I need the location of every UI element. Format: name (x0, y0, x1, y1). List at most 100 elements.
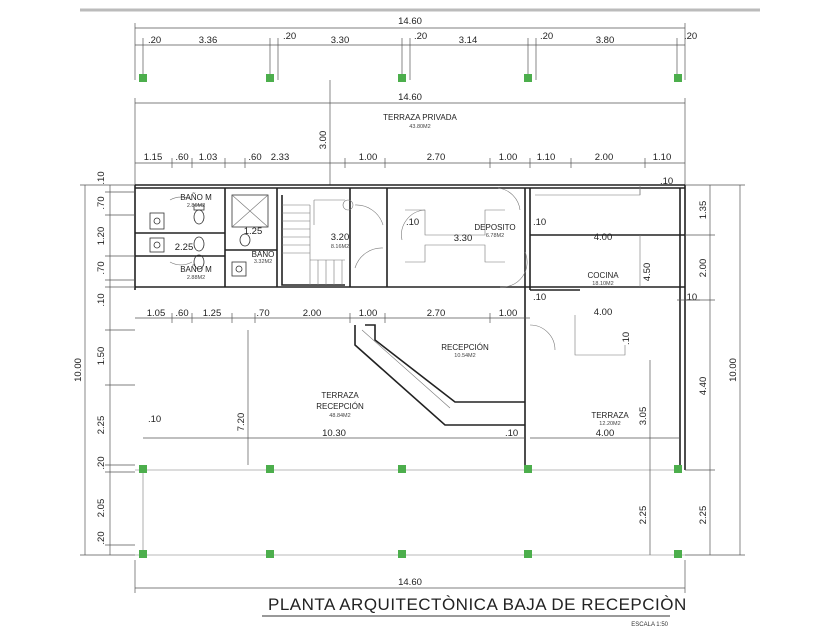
top-dimension-chain: 14.60 .20 3.36 .20 3.30 .20 3.14 .20 3.8… (134, 16, 697, 80)
terraza-recepcion-label1: TERRAZA (321, 391, 359, 400)
recepcion: RECEPCIÓN 10.54M2 (354, 324, 525, 426)
plan-title: PLANTA ARQUITECTÒNICA BAJA DE RECEPCIÒN (268, 595, 687, 614)
dim-ten-a: .10 (406, 217, 419, 228)
column (139, 465, 147, 473)
column (398, 74, 406, 82)
dim-recep-w: 10.30 (322, 428, 346, 439)
column (524, 465, 532, 473)
dim-ban-125: 1.25 (244, 226, 263, 237)
sink-icon (231, 261, 247, 277)
dim-ten-c: .10 (533, 292, 546, 303)
column (139, 550, 147, 558)
recepcion-label: RECEPCIÓN (441, 343, 489, 352)
column (139, 74, 147, 82)
dim-l10: .10 (96, 171, 107, 184)
dim-r6: 1.00 (359, 152, 378, 163)
dim-r2: .60 (175, 152, 188, 163)
dim-m1: 1.05 (147, 308, 166, 319)
building-walls (134, 184, 686, 470)
deposito-area: 6.78M2 (486, 233, 504, 239)
dim-stair: 3.20 (331, 232, 350, 243)
dim-ten-g: .10 (505, 428, 518, 439)
dim-m3: 1.25 (203, 308, 222, 319)
dim-ten-e: .10 (621, 332, 632, 345)
dim-l70b: .70 (96, 261, 107, 274)
dim-l150: 1.50 (96, 347, 107, 366)
deposito-label: DEPOSITO (474, 223, 515, 232)
dim-bottom-total: 14.60 (398, 577, 422, 588)
column (674, 550, 682, 558)
bano-area: 3.32M2 (254, 259, 272, 265)
sink-icon (149, 212, 165, 230)
toilet-icon (193, 254, 205, 270)
column (398, 550, 406, 558)
dim-l70: .70 (96, 196, 107, 209)
terraza-privada-label: TERRAZA PRIVADA (383, 113, 457, 122)
dim-terr-h: 3.00 (318, 131, 329, 150)
dim-r3: 1.03 (199, 152, 218, 163)
column-grid-lower (135, 465, 685, 558)
dim-terr-w: 4.00 (596, 428, 615, 439)
toilet-tank (193, 204, 205, 211)
dim-t9: .20 (684, 31, 697, 42)
column (674, 74, 682, 82)
terraza-label: TERRAZA (591, 411, 629, 420)
dim-dep-w: 3.30 (454, 233, 473, 244)
bottom-dimension: 14.60 (134, 560, 686, 593)
bano-m1-area: 2.86M2 (187, 203, 205, 209)
column-row-top (139, 74, 682, 82)
dim-t2: 3.36 (199, 35, 218, 46)
column (524, 550, 532, 558)
dim-rt1000: 10.00 (728, 358, 739, 382)
dim-t6: 3.14 (459, 35, 478, 46)
dim-t5: .20 (414, 31, 427, 42)
cocina-area: 18.10M2 (592, 281, 613, 287)
recepcion-area: 10.54M2 (454, 353, 475, 359)
column (266, 465, 274, 473)
terraza-privada-area: 43.80M2 (409, 124, 430, 130)
left-dimension-chain: .10 .70 1.20 .70 .10 1.50 2.25 .20 2.05 … (73, 171, 135, 556)
deposito: .10 .10 DEPOSITO 6.78M2 3.30 (401, 187, 546, 288)
dim-m7: 2.70 (427, 308, 446, 319)
dim-t1: .20 (148, 35, 161, 46)
dim-r4: .60 (248, 152, 261, 163)
bano-m2-label: BAÑO M (180, 265, 212, 274)
dim-t7: .20 (540, 31, 553, 42)
stair: 3.20 8.16M2 (281, 195, 384, 286)
dim-r1: 1.15 (144, 152, 163, 163)
dim-m2: .60 (175, 308, 188, 319)
column (524, 74, 532, 82)
dim-t3: .20 (283, 31, 296, 42)
row-dimension-middle: 1.05 .60 1.25 .70 2.00 1.00 2.70 1.00 (135, 308, 530, 323)
dim-m4: .70 (256, 308, 269, 319)
banos: BAÑO M 2.86M2 BAÑO M 2.88M2 BAÑO 3.32M2 … (149, 193, 274, 281)
dim-top-total: 14.60 (398, 16, 422, 27)
title-block: PLANTA ARQUITECTÒNICA BAJA DE RECEPCIÒN … (262, 595, 687, 628)
row-dimension-upper: 1.15 .60 1.03 .60 2.33 1.00 2.70 1.00 1.… (135, 152, 685, 168)
dim-coc-w2: 4.00 (594, 307, 613, 318)
dim-r10: 2.00 (595, 152, 614, 163)
dim-r7: 2.70 (427, 152, 446, 163)
dim-l225: 2.25 (96, 416, 107, 435)
dim-coc-h: 4.50 (642, 263, 653, 282)
terraza-recepcion: TERRAZA RECEPCIÓN 48.84M2 7.20 10.30 .10… (143, 330, 525, 465)
dim-rt200: 2.00 (698, 259, 709, 278)
dim-m6: 1.00 (359, 308, 378, 319)
column (266, 74, 274, 82)
dim-h720: 7.20 (236, 413, 247, 432)
dim-l205: 2.05 (96, 499, 107, 518)
dim-ten-d: .10 (684, 292, 697, 303)
dim-l20b: .20 (96, 531, 107, 544)
dim-r8: 1.00 (499, 152, 518, 163)
cocina: 4.00 4.50 COCINA 18.10M2 4.00 .10 .10 .1… (529, 185, 700, 356)
terraza-area: 12.20M2 (599, 421, 620, 427)
dim-h305: 3.05 (638, 407, 649, 426)
dim-l120: 1.20 (96, 227, 107, 246)
terraza-recepcion-label2: RECEPCIÓN (316, 402, 364, 411)
column (674, 465, 682, 473)
dim-left-total: 10.00 (73, 358, 84, 382)
sink-icon (149, 237, 165, 253)
terraza-recepcion-area: 48.84M2 (329, 413, 350, 419)
dim-m5: 2.00 (303, 308, 322, 319)
